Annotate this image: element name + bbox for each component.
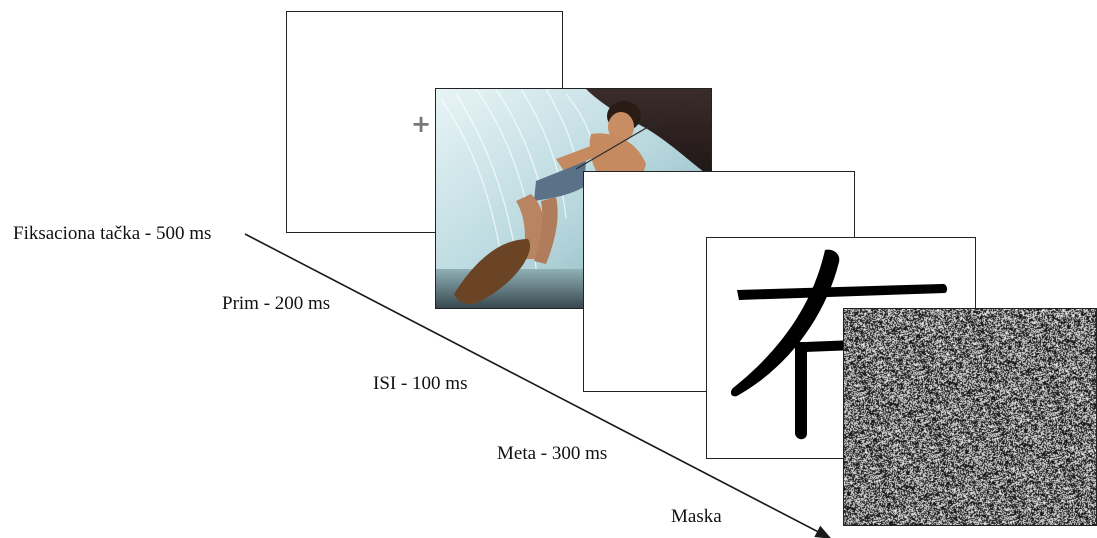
label-prime: Prim - 200 ms [222,293,331,314]
label-fixation: Fiksaciona tačka - 500 ms [13,223,212,244]
noise-mask [844,309,1096,525]
fixation-cross: + [411,110,432,138]
label-target: Meta - 300 ms [497,443,608,464]
label-mask: Maska [671,506,722,527]
label-isi: ISI - 100 ms [373,373,468,394]
mask-frame [843,308,1097,526]
